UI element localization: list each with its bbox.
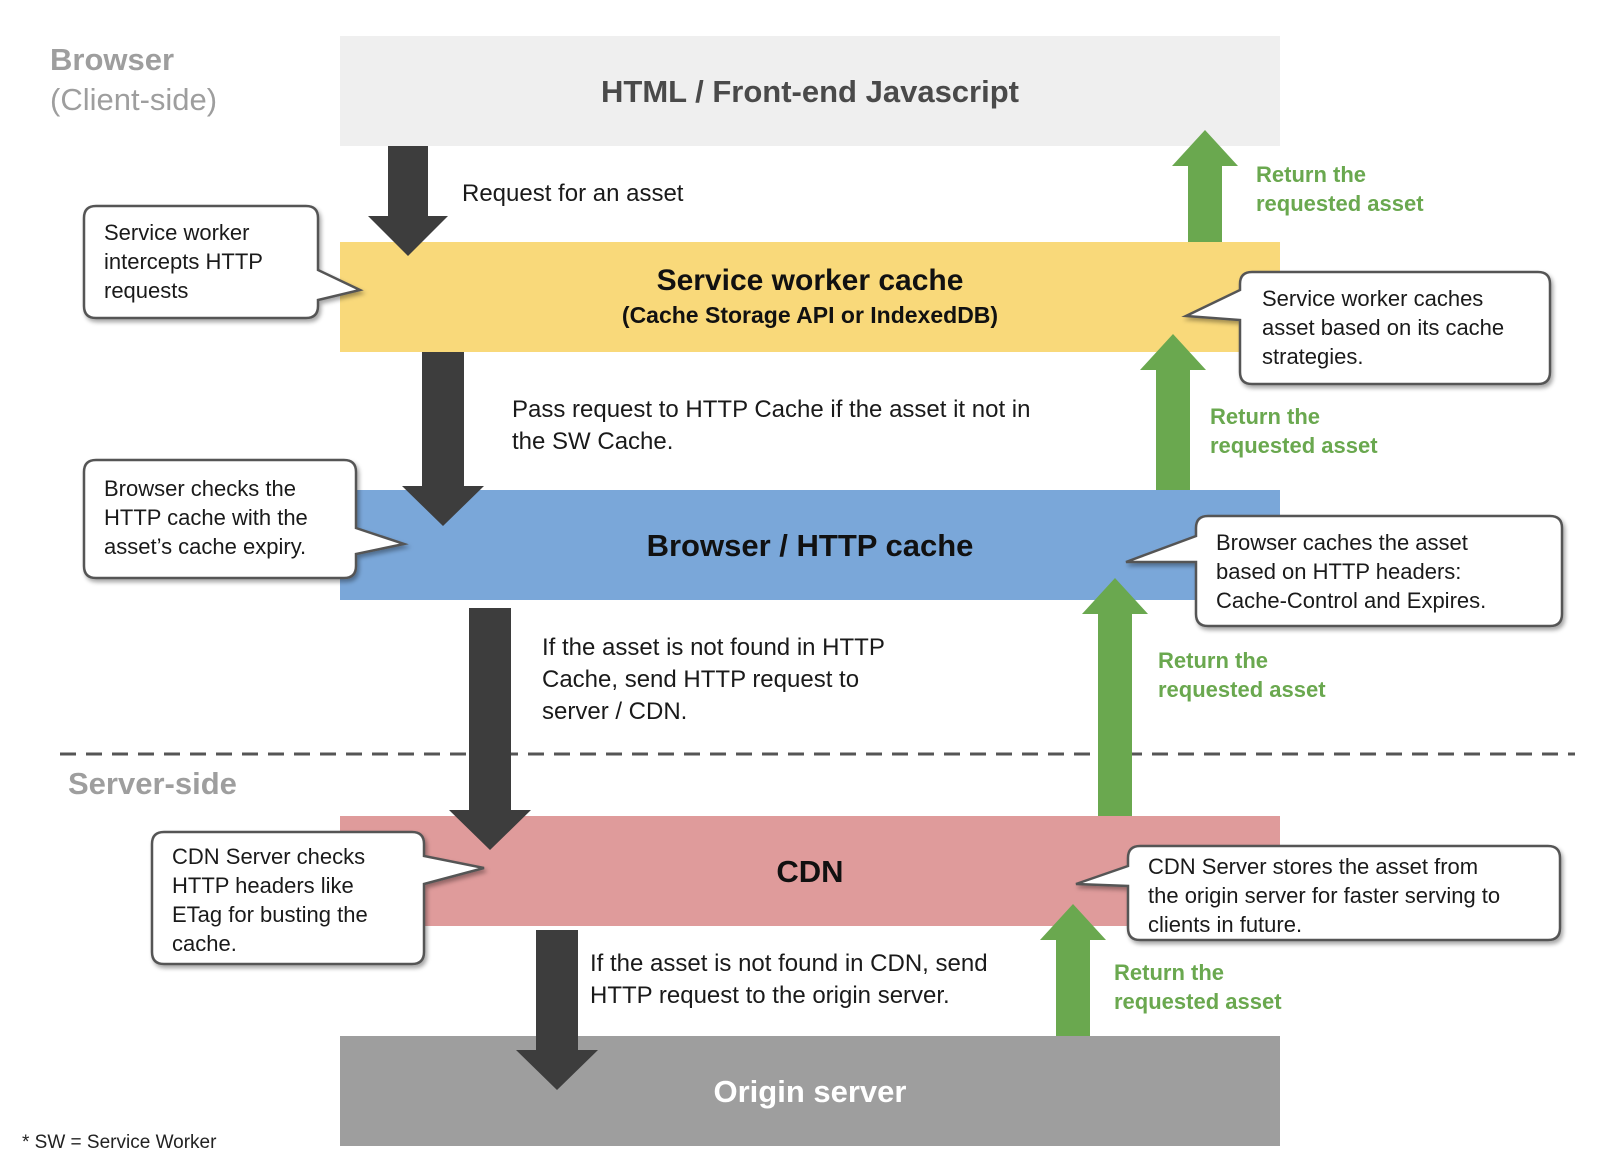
callout-line: clients in future. <box>1148 912 1303 937</box>
footnote: * SW = Service Worker <box>22 1132 217 1153</box>
return-text-4-line1: Return the <box>1114 960 1224 985</box>
callout-line: HTTP headers like <box>172 873 354 898</box>
return-text-1-line2: requested asset <box>1256 191 1424 216</box>
request-down-arrow-2 <box>402 352 484 526</box>
client-side-subtitle: (Client-side) <box>50 82 218 117</box>
callout-line: ETag for busting the <box>172 902 368 927</box>
callout-line: asset based on its cache <box>1262 315 1505 340</box>
return-up-arrow-1 <box>1172 130 1238 242</box>
callout-browser-checks-bubble <box>82 458 409 580</box>
step-pass-line2: the SW Cache. <box>512 428 674 455</box>
return-up-arrow-2 <box>1140 334 1206 490</box>
return-up-arrow-3 <box>1082 578 1148 816</box>
callout-line: the origin server for faster serving to <box>1148 883 1501 908</box>
callout-line: CDN Server stores the asset from <box>1148 854 1479 879</box>
callout-line: requests <box>104 278 189 303</box>
callout-browser-caches: Browser caches the asset based on HTTP h… <box>1216 528 1486 615</box>
http-cache-layer <box>340 490 1280 600</box>
return-text-4-line2: requested asset <box>1114 989 1282 1014</box>
cdn-title: CDN <box>776 854 844 889</box>
callout-line: asset’s cache expiry. <box>104 534 307 559</box>
callout-browser-checks: Browser checks the HTTP cache with the a… <box>104 474 308 561</box>
sw-cache-title: Service worker cache <box>656 264 964 297</box>
callout-cdn-checks-bubble <box>150 830 485 966</box>
step-http-line3: server / CDN. <box>542 698 688 725</box>
callout-line: strategies. <box>1262 344 1364 369</box>
frontend-layer-title: HTML / Front-end Javascript <box>601 74 1019 109</box>
origin-title: Origin server <box>713 1074 907 1109</box>
step-cdn-line1: If the asset is not found in CDN, send <box>590 950 988 977</box>
client-side-title: Browser <box>50 42 175 77</box>
return-text-1-line1: Return the <box>1256 162 1366 187</box>
step-cdn-line2: HTTP request to the origin server. <box>590 982 950 1009</box>
return-text-2-line2: requested asset <box>1210 433 1378 458</box>
callout-cdn-stores: CDN Server stores the asset from the ori… <box>1148 852 1500 939</box>
callout-line: cache. <box>172 931 237 956</box>
return-up-arrow-4 <box>1040 904 1106 1036</box>
request-down-arrow-3 <box>449 608 531 850</box>
callout-sw-intercepts: Service worker intercepts HTTP requests <box>104 218 263 305</box>
callout-browser-caches-bubble <box>1125 514 1564 628</box>
step-request-text: Request for an asset <box>462 180 684 207</box>
callout-line: Service worker caches <box>1262 286 1484 311</box>
callout-sw-intercepts-bubble <box>82 204 364 320</box>
callout-line: CDN Server checks <box>172 844 366 869</box>
callout-line: Cache-Control and Expires. <box>1216 588 1487 613</box>
callout-line: HTTP cache with the <box>104 505 308 530</box>
request-down-arrow-1 <box>368 146 448 256</box>
step-pass-line1: Pass request to HTTP Cache if the asset … <box>512 396 1031 423</box>
callout-cdn-stores-bubble <box>1075 844 1562 942</box>
callout-sw-caches: Service worker caches asset based on its… <box>1262 284 1504 371</box>
request-down-arrow-4 <box>516 930 598 1090</box>
return-text-2-line1: Return the <box>1210 404 1320 429</box>
callout-line: Service worker <box>104 220 250 245</box>
callout-line: Browser caches the asset <box>1216 530 1468 555</box>
server-side-title: Server-side <box>68 766 237 801</box>
callout-line: intercepts HTTP <box>104 249 263 274</box>
return-text-3-line1: Return the <box>1158 648 1268 673</box>
origin-layer <box>340 1036 1280 1146</box>
callout-sw-caches-bubble <box>1181 270 1552 386</box>
callout-line: based on HTTP headers: <box>1216 559 1462 584</box>
return-text-3-line2: requested asset <box>1158 677 1326 702</box>
sw-cache-subtitle: (Cache Storage API or IndexedDB) <box>621 302 999 328</box>
sw-cache-layer <box>340 242 1280 352</box>
step-http-line1: If the asset is not found in HTTP <box>542 634 885 661</box>
callout-line: Browser checks the <box>104 476 296 501</box>
frontend-layer <box>340 36 1280 146</box>
http-cache-title: Browser / HTTP cache <box>646 528 974 563</box>
callout-cdn-checks: CDN Server checks HTTP headers like ETag… <box>172 842 368 958</box>
step-http-line2: Cache, send HTTP request to <box>542 666 860 693</box>
